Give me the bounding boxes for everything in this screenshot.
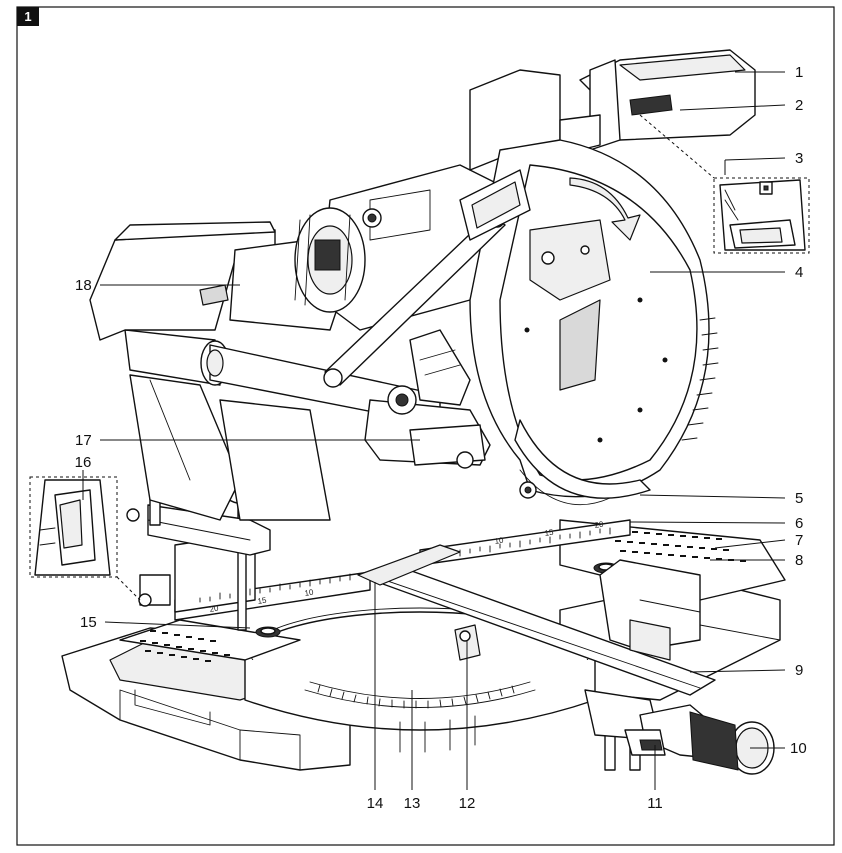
callout-4: 4 — [795, 264, 803, 281]
callout-8: 8 — [795, 552, 803, 569]
lock-lever — [364, 329, 491, 469]
right-table-extension — [559, 519, 786, 661]
guard-vent-slots — [681, 317, 719, 441]
callout-3: 3 — [795, 150, 803, 167]
miter-saw-drawing: 20 15 10 10 15 20 — [29, 49, 810, 775]
callout-11: 11 — [647, 795, 663, 812]
miter-scale-ticks — [317, 684, 515, 709]
fence-scale-label-right-1: 10 — [494, 536, 505, 546]
fence-scale-label-left-1: 20 — [209, 604, 220, 614]
blade-guard — [469, 139, 719, 506]
callout-13: 13 — [404, 795, 421, 812]
detail-inset-left — [29, 476, 141, 601]
callout-18: 18 — [75, 277, 92, 294]
callout-5: 5 — [795, 490, 803, 507]
figure-number: 1 — [24, 9, 31, 24]
callout-7: 7 — [795, 532, 803, 549]
callout-17: 17 — [75, 432, 92, 449]
guard-bolts — [524, 297, 668, 443]
handle-assembly — [469, 49, 756, 171]
figure-border — [16, 6, 835, 846]
motor-housing — [294, 164, 501, 331]
callout-14: 14 — [367, 795, 384, 812]
callout-10: 10 — [790, 740, 807, 757]
detail-inset-right — [639, 114, 810, 254]
figure-number-badge: 1 — [17, 7, 39, 26]
fence-scale-label-left-2: 15 — [257, 596, 268, 606]
fence-scale-label-left-3: 10 — [304, 588, 315, 598]
callout-labels: 1 2 3 4 5 6 7 8 9 10 11 12 13 14 15 16 1… — [75, 64, 807, 812]
callout-leaders — [82, 71, 786, 790]
fence-scale-label-right-2: 15 — [544, 528, 555, 538]
bevel-handle — [624, 704, 775, 775]
callout-2: 2 — [795, 97, 803, 114]
arm-link — [323, 169, 531, 388]
perforation-pattern-left — [140, 630, 230, 662]
callout-16: 16 — [75, 454, 92, 471]
callout-12: 12 — [459, 795, 476, 812]
fence: 20 15 10 10 15 20 — [174, 519, 631, 621]
fence-scale-label-right-3: 20 — [594, 520, 605, 530]
callout-6: 6 — [795, 515, 803, 532]
callout-15: 15 — [80, 614, 97, 631]
left-table-extension — [119, 619, 301, 662]
callout-9: 9 — [795, 662, 803, 679]
callout-1: 1 — [795, 64, 803, 81]
